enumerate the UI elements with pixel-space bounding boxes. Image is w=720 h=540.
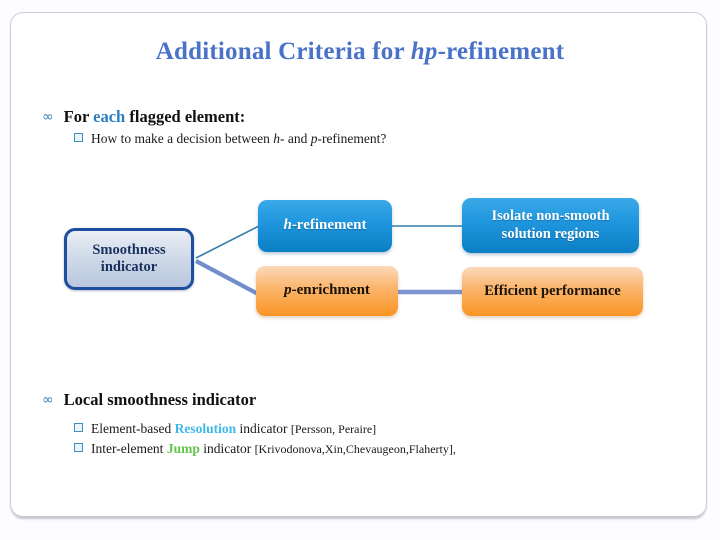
bullet-text-post: flagged element:: [125, 107, 246, 126]
bullet-highlight-each: each: [93, 107, 126, 126]
page-title: Additional Criteria for hp-refinement: [40, 38, 680, 66]
sub-bullet-pre: Inter-element: [91, 441, 167, 456]
bullet-local-smoothness-indicator: ∞ Local smoothness indicator: [42, 390, 256, 410]
sub-bullet-text: How to make a decision between h- and p-…: [91, 131, 386, 147]
node-h-italic: h: [283, 217, 292, 234]
node-smoothness-line2: indicator: [100, 259, 158, 275]
sub-bullet-text: Element-based Resolution indicator [Pers…: [91, 421, 376, 437]
sub-bullet-resolution-indicator: Element-based Resolution indicator [Pers…: [74, 421, 376, 437]
node-p-enrichment[interactable]: p-enrichment: [256, 266, 398, 316]
node-smoothness-indicator[interactable]: Smoothness indicator: [64, 228, 194, 290]
node-h-text: -refinement: [291, 217, 367, 234]
sub-bullet-text: Inter-element Jump indicator [Krivodonov…: [91, 441, 456, 457]
bullet-text: Local smoothness indicator: [63, 390, 257, 409]
title-italic-hp: hp: [410, 38, 438, 65]
citation-persson-peraire: [Persson, Peraire]: [290, 422, 377, 436]
sub-bullet-post: indicator: [236, 421, 291, 436]
node-isolate-line2: solution regions: [501, 225, 600, 242]
sub-bullet-mid: - and: [279, 131, 311, 146]
sub-bullet-jump-indicator: Inter-element Jump indicator [Krivodonov…: [74, 441, 456, 457]
sub-bullet-highlight-resolution: Resolution: [174, 421, 237, 436]
bullet-for-each-flagged-element: ∞ For each flagged element:: [42, 107, 245, 127]
title-suffix: -refinement: [437, 38, 565, 65]
bullet-glyph-icon: ∞: [42, 392, 54, 408]
node-p-italic: p: [284, 282, 292, 299]
bullet-text-pre: For: [63, 107, 94, 126]
node-isolate-line1: Isolate non-smooth: [491, 208, 610, 225]
bullet-glyph-icon: ∞: [42, 109, 54, 125]
sub-bullet-pre: Element-based: [91, 421, 175, 436]
square-bullet-icon: [74, 443, 83, 452]
square-bullet-icon: [74, 423, 83, 432]
sub-bullet-post: -refinement?: [317, 131, 387, 146]
square-bullet-icon: [74, 133, 83, 142]
sub-bullet-highlight-jump: Jump: [166, 441, 200, 456]
node-efficient-label: Efficient performance: [484, 282, 621, 299]
citation-krivodonova: [Krivodonova,Xin,Chevaugeon,Flaherty],: [254, 442, 456, 456]
bullet-text: For each flagged element:: [64, 107, 246, 127]
sub-bullet-post: indicator: [199, 441, 255, 456]
sub-bullet-italic-p: p: [310, 131, 318, 146]
node-h-label: h-refinement: [283, 217, 366, 235]
node-smoothness-label: Smoothness indicator: [92, 242, 165, 276]
node-isolate-label: Isolate non-smooth solution regions: [491, 208, 609, 242]
sub-bullet-italic-h: h: [273, 131, 280, 146]
sub-bullet-pre: How to make a decision between: [91, 131, 274, 146]
node-smoothness-line1: Smoothness: [92, 241, 166, 258]
node-p-text: -enrichment: [291, 282, 370, 299]
node-h-refinement[interactable]: h-refinement: [258, 200, 392, 252]
node-efficient-performance[interactable]: Efficient performance: [462, 267, 643, 316]
sub-bullet-decision-question: How to make a decision between h- and p-…: [74, 131, 386, 147]
node-p-label: p-enrichment: [284, 282, 370, 300]
node-isolate-non-smooth-regions[interactable]: Isolate non-smooth solution regions: [462, 198, 639, 253]
title-prefix: Additional Criteria for: [155, 38, 411, 65]
